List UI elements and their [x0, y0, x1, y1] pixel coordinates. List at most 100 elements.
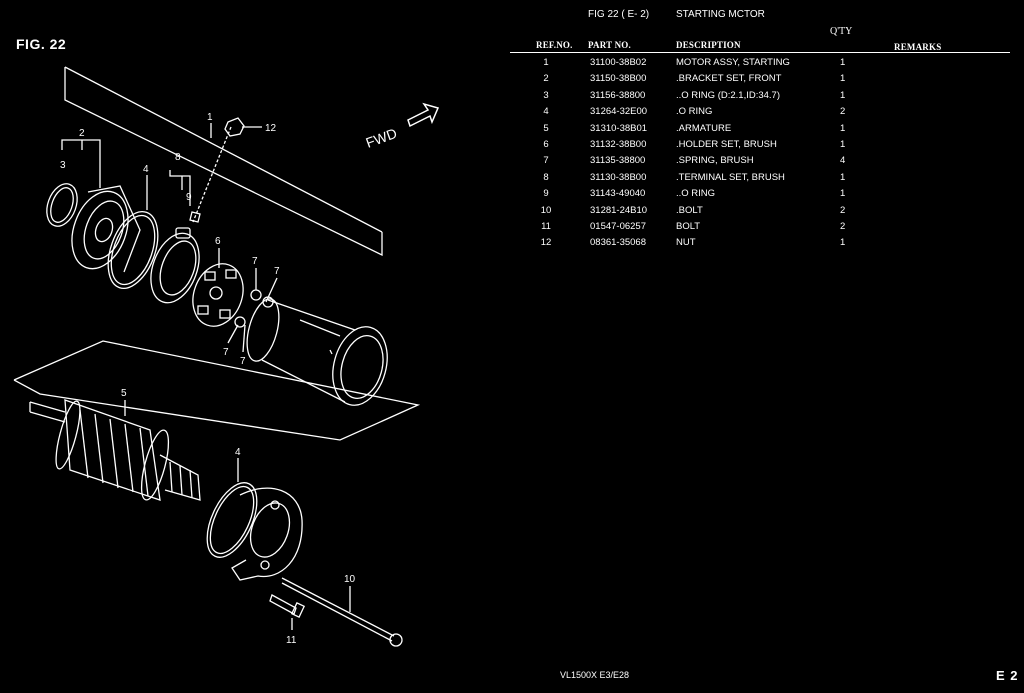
callout-7: 7	[252, 256, 258, 267]
ref-cell: 4	[543, 106, 549, 118]
qty-cell: 1	[840, 73, 846, 85]
assembly-box-lower	[13, 340, 421, 441]
callout-3: 3	[60, 160, 66, 171]
armature-shape	[29, 399, 201, 501]
qty-cell: 1	[840, 57, 846, 68]
part-number-cell: 31150-38B00	[590, 73, 647, 85]
ref-cell: 3	[543, 89, 549, 101]
callout-11: 11	[286, 635, 297, 646]
part-number-cell: 31264-32E00	[590, 106, 648, 118]
callout-4: 4	[235, 447, 241, 458]
parts-row: 5 31310-38B01 .ARMATURE 1	[510, 122, 930, 138]
ref-cell: 10	[540, 204, 552, 216]
brush-holder-shape	[192, 263, 244, 327]
col-part-header: PART NO.	[588, 40, 631, 50]
fwd-arrow	[407, 102, 440, 128]
parts-row: 9 31143-49040 ..O RING 1	[510, 187, 930, 203]
nut-shape	[224, 117, 245, 137]
assembly-box-upper	[64, 67, 383, 257]
short-bolt-shape	[269, 594, 297, 615]
qty-cell: 4	[840, 155, 846, 167]
figure-reference: FIG 22 ( E- 2)	[588, 9, 650, 20]
figure-label: FIG. 22	[16, 36, 67, 52]
description-cell: .O RING	[676, 106, 713, 118]
ref-cell: 8	[543, 171, 549, 183]
callout-1: 1	[207, 112, 213, 123]
part-number-cell: 31281-24B10	[590, 204, 648, 216]
description-cell: .BOLT	[676, 204, 703, 216]
motor-housing-shape	[261, 299, 356, 403]
qty-cell: 1	[840, 138, 846, 150]
description-cell: ..O RING	[676, 188, 716, 200]
parts-row: 7 31135-38800 .SPRING, BRUSH 4	[510, 154, 930, 170]
callout-12: 12	[265, 123, 277, 134]
front-bracket-shape	[71, 190, 129, 270]
description-cell: MOTOR ASSY, STARTING	[676, 57, 790, 68]
callout-10: 10	[344, 574, 356, 585]
qty-cell: 2	[840, 204, 846, 216]
ref-cell: 9	[543, 188, 549, 200]
callout-6: 6	[215, 236, 221, 247]
callout-7: 7	[274, 266, 280, 277]
long-bolt-shape	[281, 577, 395, 637]
callout-7: 7	[240, 356, 246, 367]
ref-cell: 7	[543, 155, 549, 167]
callout-7: 7	[223, 347, 229, 358]
description-cell: .ARMATURE	[676, 122, 732, 134]
callout-2: 2	[79, 128, 85, 139]
part-number-cell: 31130-38B00	[590, 171, 647, 183]
parts-row: 1 31100-38B02 MOTOR ASSY, STARTING 1	[510, 56, 930, 72]
parts-row: 4 31264-32E00 .O RING 2	[510, 105, 930, 121]
ref-cell: 12	[540, 237, 552, 249]
description-cell: NUT	[676, 237, 696, 249]
ref-cell: 5	[543, 122, 549, 134]
ref-cell: 11	[541, 220, 551, 232]
description-cell: .SPRING, BRUSH	[676, 155, 754, 167]
qty-cell: 1	[840, 237, 846, 249]
part-number-cell: 01547-06257	[590, 220, 646, 232]
o-ring-3-shape	[46, 183, 78, 227]
parts-row: 12 08361-35068 NUT 1	[510, 236, 930, 252]
o-ring-4-shape	[107, 211, 159, 289]
rear-bracket-shape	[231, 487, 303, 581]
callout-4: 4	[143, 164, 149, 175]
qty-cell: 1	[840, 122, 846, 134]
part-number-cell: 31100-38B02	[590, 57, 647, 68]
terminal-set-shape	[150, 232, 200, 304]
qty-cell: 1	[840, 89, 846, 101]
page-number: E 2	[996, 668, 1019, 683]
qty-cell: 2	[840, 106, 846, 118]
qty-cell: 1	[840, 188, 846, 200]
col-ref-header: REF.NO.	[536, 40, 573, 50]
fwd-label: FWD	[364, 125, 399, 151]
part-number-cell: 31132-38B00	[590, 138, 647, 150]
qty-cell: 1	[840, 171, 846, 183]
part-number-cell: 08361-35068	[590, 237, 646, 249]
parts-row: 3 31156-38800 ..O RING (D:2.1,ID:34.7) 1	[510, 89, 930, 105]
qty-cell: 2	[840, 220, 846, 232]
description-cell: .HOLDER SET, BRUSH	[676, 138, 777, 150]
part-number-cell: 31156-38800	[590, 89, 646, 101]
ref-cell: 1	[543, 57, 549, 68]
col-remarks-header: REMARKS	[894, 42, 942, 52]
model-footer: VL1500X E3/E28	[560, 670, 630, 680]
header-rule	[510, 52, 1010, 53]
col-desc-header: DESCRIPTION	[676, 40, 741, 50]
ref-cell: 2	[543, 73, 549, 85]
description-cell: ..O RING (D:2.1,ID:34.7)	[676, 89, 780, 101]
callout-5: 5	[121, 388, 127, 399]
parts-row: 11 01547-06257 BOLT 2	[510, 220, 930, 236]
callout-9: 9	[186, 192, 192, 203]
part-number-cell: 31310-38B01	[590, 122, 648, 134]
callout-8: 8	[175, 152, 181, 163]
qty-header: Q'TY	[830, 26, 853, 37]
parts-row: 10 31281-24B10 .BOLT 2	[510, 204, 930, 220]
part-number-cell: 31135-38800	[590, 155, 646, 167]
exploded-parts-diagram: FWD 1 2 3 4 8 9 12 6 7 7 7 7 5 4 10 11	[13, 66, 440, 647]
section-title: STARTING MCTOR	[676, 9, 765, 20]
description-cell: BOLT	[676, 220, 701, 232]
part-number-cell: 31143-49040	[590, 188, 646, 200]
